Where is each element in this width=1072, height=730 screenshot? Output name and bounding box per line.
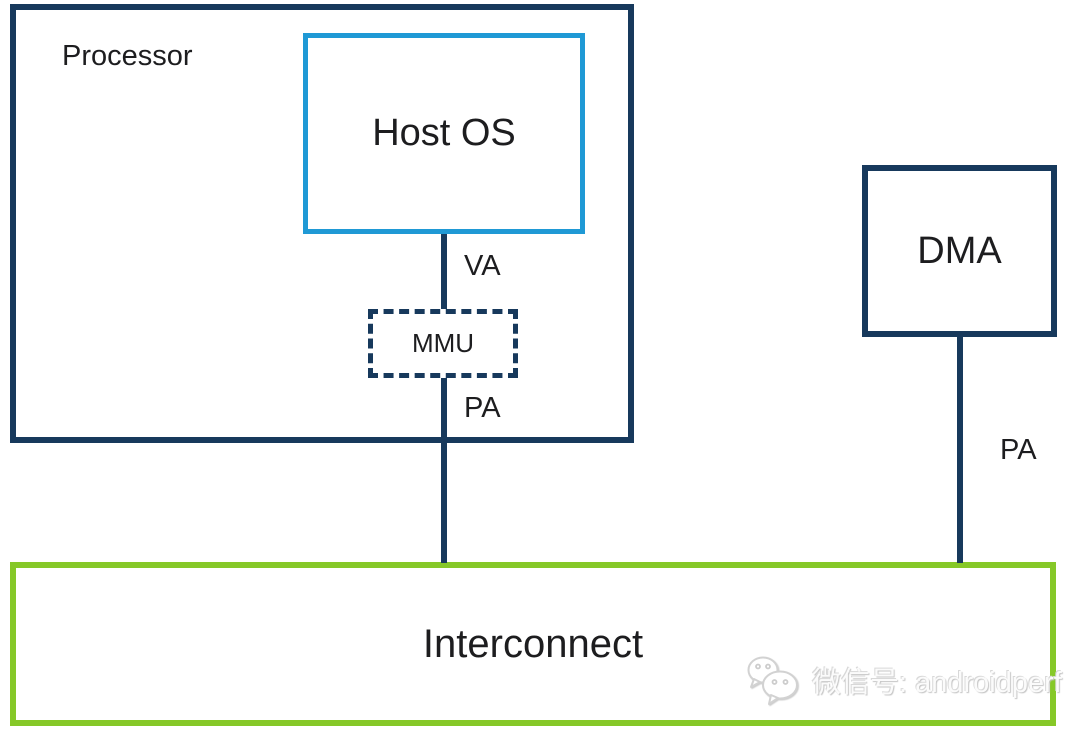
pa-label-dma: PA xyxy=(1000,434,1037,466)
dma-box: DMA xyxy=(862,165,1057,337)
wechat-icon xyxy=(747,656,798,705)
va-connector-line xyxy=(441,234,447,310)
pa-label-processor: PA xyxy=(464,392,501,424)
watermark: 微信号: androidperf xyxy=(744,648,1062,712)
va-label: VA xyxy=(464,250,501,282)
interconnect-label: Interconnect xyxy=(422,621,644,666)
mmu-label: MMU xyxy=(411,328,475,358)
host-os-label: Host OS xyxy=(372,112,516,154)
processor-label: Processor xyxy=(62,40,193,72)
dma-label: DMA xyxy=(917,229,1002,272)
mmu-box: MMU xyxy=(368,309,518,378)
interconnect-box: Interconnect xyxy=(10,562,1056,726)
watermark-text: 微信号: androidperf xyxy=(812,667,1062,699)
dma-connector-line xyxy=(957,337,963,563)
processor-box: Processor xyxy=(10,4,634,443)
pa-connector-line xyxy=(441,377,447,563)
host-os-box: Host OS xyxy=(303,33,585,234)
